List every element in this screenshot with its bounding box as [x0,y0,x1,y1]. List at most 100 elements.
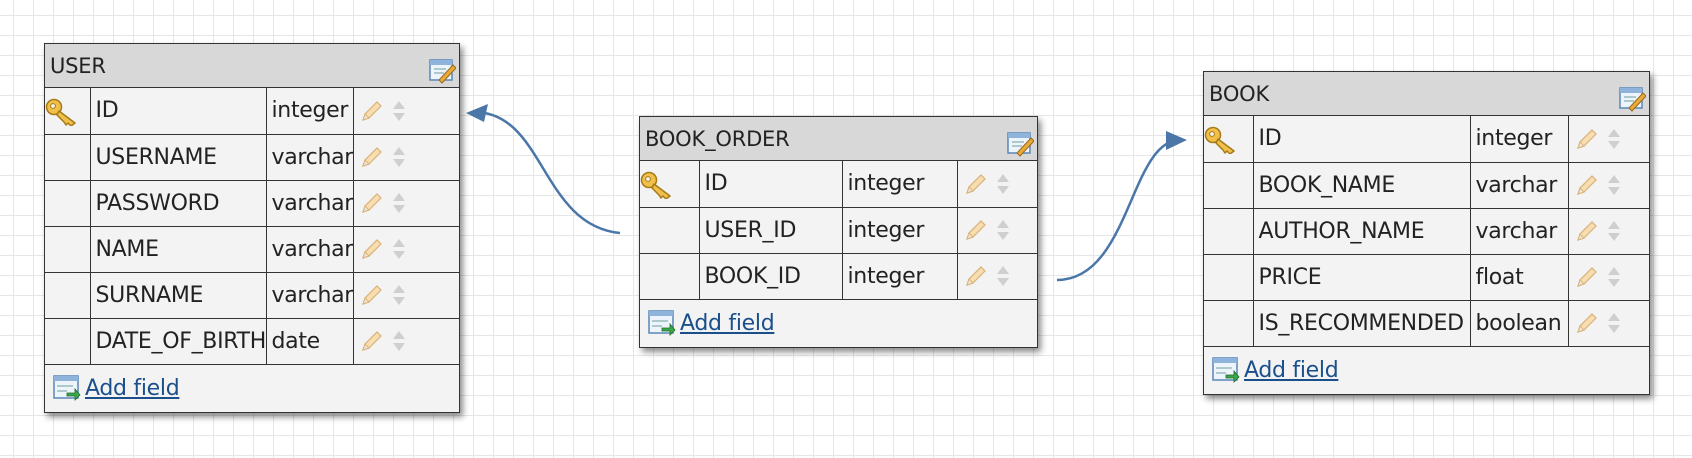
reorder-handle-icon[interactable] [392,99,406,123]
table-footer: Add field [1204,347,1649,394]
field-name: SURNAME [90,272,267,319]
edit-field-icon[interactable] [360,99,384,123]
edit-field-icon[interactable] [964,218,988,242]
table-title: BOOK [1209,81,1270,106]
field-name: ID [1253,116,1471,163]
key-cell [1204,208,1254,255]
table-title: BOOK_ORDER [645,126,790,151]
add-field-icon[interactable] [1212,357,1240,383]
field-name: BOOK_NAME [1253,162,1471,209]
field-tools [1568,116,1649,163]
key-cell [45,272,91,319]
field-tools [353,134,459,181]
field-tools [1568,162,1649,209]
relation-arrowhead-book [1166,131,1187,150]
field-type: integer [266,88,354,135]
field-name: USERNAME [90,134,267,181]
field-name: PASSWORD [90,180,267,227]
reorder-handle-icon[interactable] [1607,127,1621,151]
reorder-handle-icon[interactable] [996,264,1010,288]
field-type: date [266,318,354,365]
table-footer: Add field [640,300,1037,347]
edit-field-icon[interactable] [1575,127,1599,151]
table-header[interactable]: BOOK_ORDER [640,117,1037,161]
edit-field-icon[interactable] [360,237,384,261]
reorder-handle-icon[interactable] [1607,173,1621,197]
edit-field-icon[interactable] [964,172,988,196]
edit-field-icon[interactable] [360,329,384,353]
edit-field-icon[interactable] [360,191,384,215]
relation-arrowhead-user [466,104,488,122]
field-name: DATE_OF_BIRTH [90,318,267,365]
edit-field-icon[interactable] [1575,311,1599,335]
edit-field-icon[interactable] [360,283,384,307]
edit-field-icon[interactable] [1575,173,1599,197]
reorder-handle-icon[interactable] [1607,265,1621,289]
reorder-handle-icon[interactable] [996,172,1010,196]
field-type: boolean [1470,300,1569,347]
primary-key-icon [45,96,89,126]
field-tools [353,318,459,365]
field-name: ID [90,88,267,135]
field-name: USER_ID [699,207,843,254]
key-cell [1204,162,1254,209]
edit-field-icon[interactable] [1575,219,1599,243]
reorder-handle-icon[interactable] [392,145,406,169]
table-header[interactable]: USER [45,44,459,88]
field-type: integer [1470,116,1569,163]
table-header[interactable]: BOOK [1204,72,1649,116]
edit-field-icon[interactable] [964,264,988,288]
relation-line-user-order [471,110,621,235]
field-tools [1568,300,1649,347]
reorder-handle-icon[interactable] [392,237,406,261]
key-cell [45,134,91,181]
reorder-handle-icon[interactable] [996,218,1010,242]
add-field-icon[interactable] [53,375,81,401]
key-cell [640,207,700,254]
reorder-handle-icon[interactable] [392,329,406,353]
field-name: ID [699,161,843,208]
field-tools [353,226,459,273]
field-name: IS_RECOMMENDED [1253,300,1471,347]
reorder-handle-icon[interactable] [392,191,406,215]
add-field-link[interactable]: Add field [85,375,180,401]
reorder-handle-icon[interactable] [1607,311,1621,335]
edit-field-icon[interactable] [1575,265,1599,289]
reorder-handle-icon[interactable] [392,283,406,307]
edit-table-icon[interactable] [1006,129,1034,157]
edit-table-icon[interactable] [428,56,456,84]
edit-table-icon[interactable] [1618,84,1646,112]
key-cell [45,226,91,273]
field-type: varchar [266,180,354,227]
field-type: varchar [266,134,354,181]
key-cell [45,88,91,135]
key-cell [45,180,91,227]
add-field-link[interactable]: Add field [680,310,775,336]
field-type: integer [842,253,958,300]
field-tools [1568,208,1649,255]
edit-field-icon[interactable] [360,145,384,169]
key-cell [640,253,700,300]
add-field-link[interactable]: Add field [1244,357,1339,383]
reorder-handle-icon[interactable] [1607,219,1621,243]
add-field-icon[interactable] [648,310,676,336]
field-type: float [1470,254,1569,301]
field-type: varchar [266,272,354,319]
